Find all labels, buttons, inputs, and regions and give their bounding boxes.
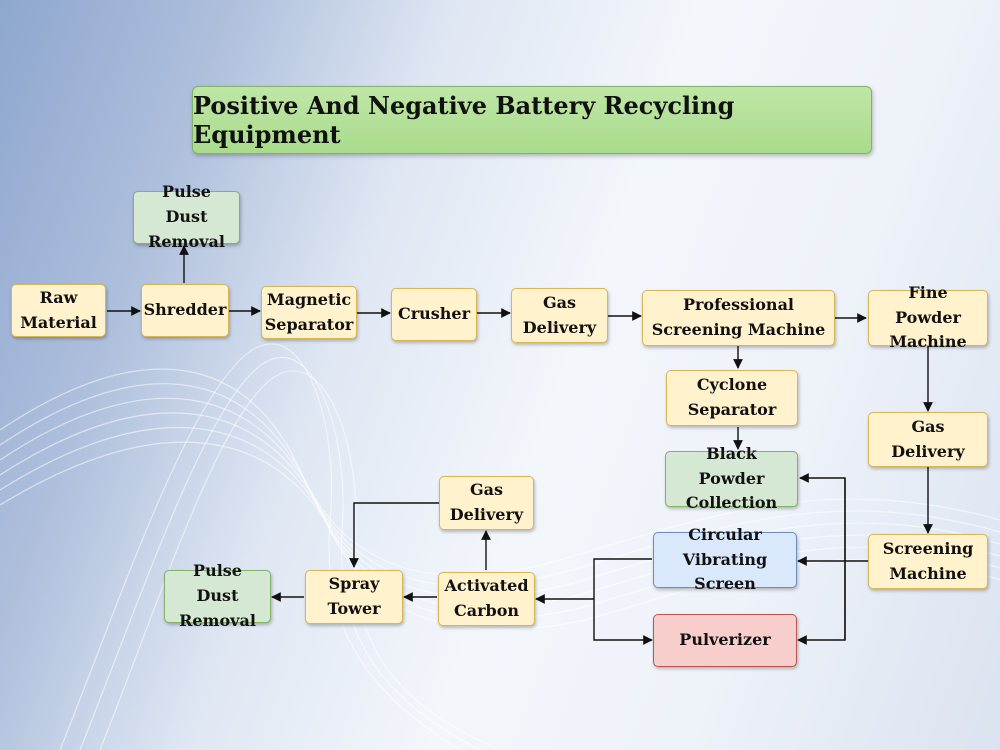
node-label: Circular	[688, 524, 762, 544]
node-label: Tower	[327, 599, 381, 618]
node-label: Removal	[148, 231, 225, 251]
node-label: Carbon	[453, 601, 520, 620]
node-label: Separator	[687, 400, 777, 419]
node-label: Gas	[911, 416, 945, 436]
node-label: Delivery	[522, 317, 597, 337]
node-label: Gas	[542, 292, 577, 312]
node-label: Removal	[179, 610, 256, 630]
node-label: Material	[20, 312, 97, 332]
node-label: Collection	[685, 493, 778, 513]
node-label: Fine Powder	[895, 282, 961, 327]
node-label: Gas	[469, 480, 504, 500]
node-label: Pulverizer	[679, 630, 771, 650]
node-label: Shredder	[143, 300, 227, 320]
node-label: Machine	[889, 563, 967, 583]
node-label: Screening Machine	[651, 320, 826, 339]
node-label: Cyclone	[696, 375, 768, 395]
node-shredder: Shredder	[141, 284, 229, 337]
node-label: Spray	[328, 574, 380, 594]
node-label: Black Powder	[698, 443, 765, 488]
node-label: Crusher	[397, 304, 471, 324]
node-label: Professional	[682, 295, 795, 315]
node-label: Magnetic	[266, 289, 352, 309]
node-crusher: Crusher	[391, 288, 477, 341]
node-label: Screening	[882, 538, 974, 558]
node-label: Pulse Dust	[193, 561, 242, 606]
node-label: Separator	[264, 314, 354, 334]
node-label: Machine	[889, 332, 967, 352]
diagram-title: Positive And Negative Battery Recycling …	[192, 86, 872, 154]
node-label: Raw	[39, 287, 78, 307]
node-label: Delivery	[891, 441, 965, 461]
node-label: Delivery	[449, 505, 524, 524]
node-label: Activated	[444, 576, 529, 596]
node-label: Vibrating Screen	[682, 549, 768, 594]
node-label: Pulse Dust	[162, 182, 211, 227]
node-pulverizer: Pulverizer	[653, 614, 797, 667]
